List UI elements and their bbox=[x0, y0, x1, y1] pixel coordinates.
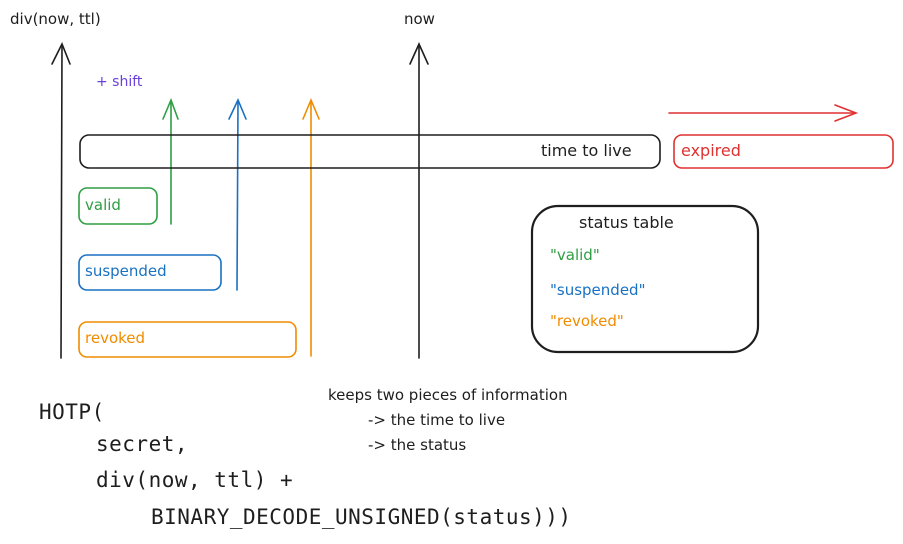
now-arrow bbox=[409, 42, 429, 359]
expired-arrow bbox=[668, 104, 859, 122]
note-line-2: -> the time to live bbox=[368, 411, 506, 429]
ttl-bar bbox=[79, 134, 661, 169]
note-line-1: keeps two pieces of information bbox=[328, 386, 568, 404]
code-line-3: div(now, ttl) + bbox=[96, 468, 294, 492]
expired-box bbox=[673, 134, 894, 169]
state-box-valid bbox=[78, 187, 158, 225]
note-line-3: -> the status bbox=[368, 436, 467, 454]
state-label-suspended: suspended bbox=[85, 262, 167, 280]
status-table-entry-valid: "valid" bbox=[550, 246, 600, 264]
expired-label: expired bbox=[681, 141, 741, 160]
suspended-arrow bbox=[228, 98, 247, 291]
ttl-bar-label: time to live bbox=[541, 141, 632, 160]
left-axis-arrow bbox=[51, 42, 71, 359]
code-line-4: BINARY_DECODE_UNSIGNED(status))) bbox=[151, 505, 572, 529]
state-label-valid: valid bbox=[85, 196, 121, 214]
code-line-2: secret, bbox=[96, 432, 189, 456]
shift-label: + shift bbox=[96, 74, 143, 90]
status-table-entry-revoked: "revoked" bbox=[550, 312, 624, 330]
state-box-suspended bbox=[78, 254, 222, 291]
valid-arrow bbox=[162, 97, 179, 225]
status-table-box bbox=[530, 204, 760, 354]
revoked-arrow bbox=[302, 97, 320, 357]
code-line-1: HOTP( bbox=[39, 400, 105, 424]
state-box-revoked bbox=[78, 321, 297, 358]
status-table-entry-suspended: "suspended" bbox=[550, 281, 646, 299]
status-table-title: status table bbox=[579, 213, 674, 232]
state-label-revoked: revoked bbox=[85, 329, 146, 347]
now-label: now bbox=[404, 10, 435, 28]
left-axis-label: div(now, ttl) bbox=[10, 10, 101, 28]
